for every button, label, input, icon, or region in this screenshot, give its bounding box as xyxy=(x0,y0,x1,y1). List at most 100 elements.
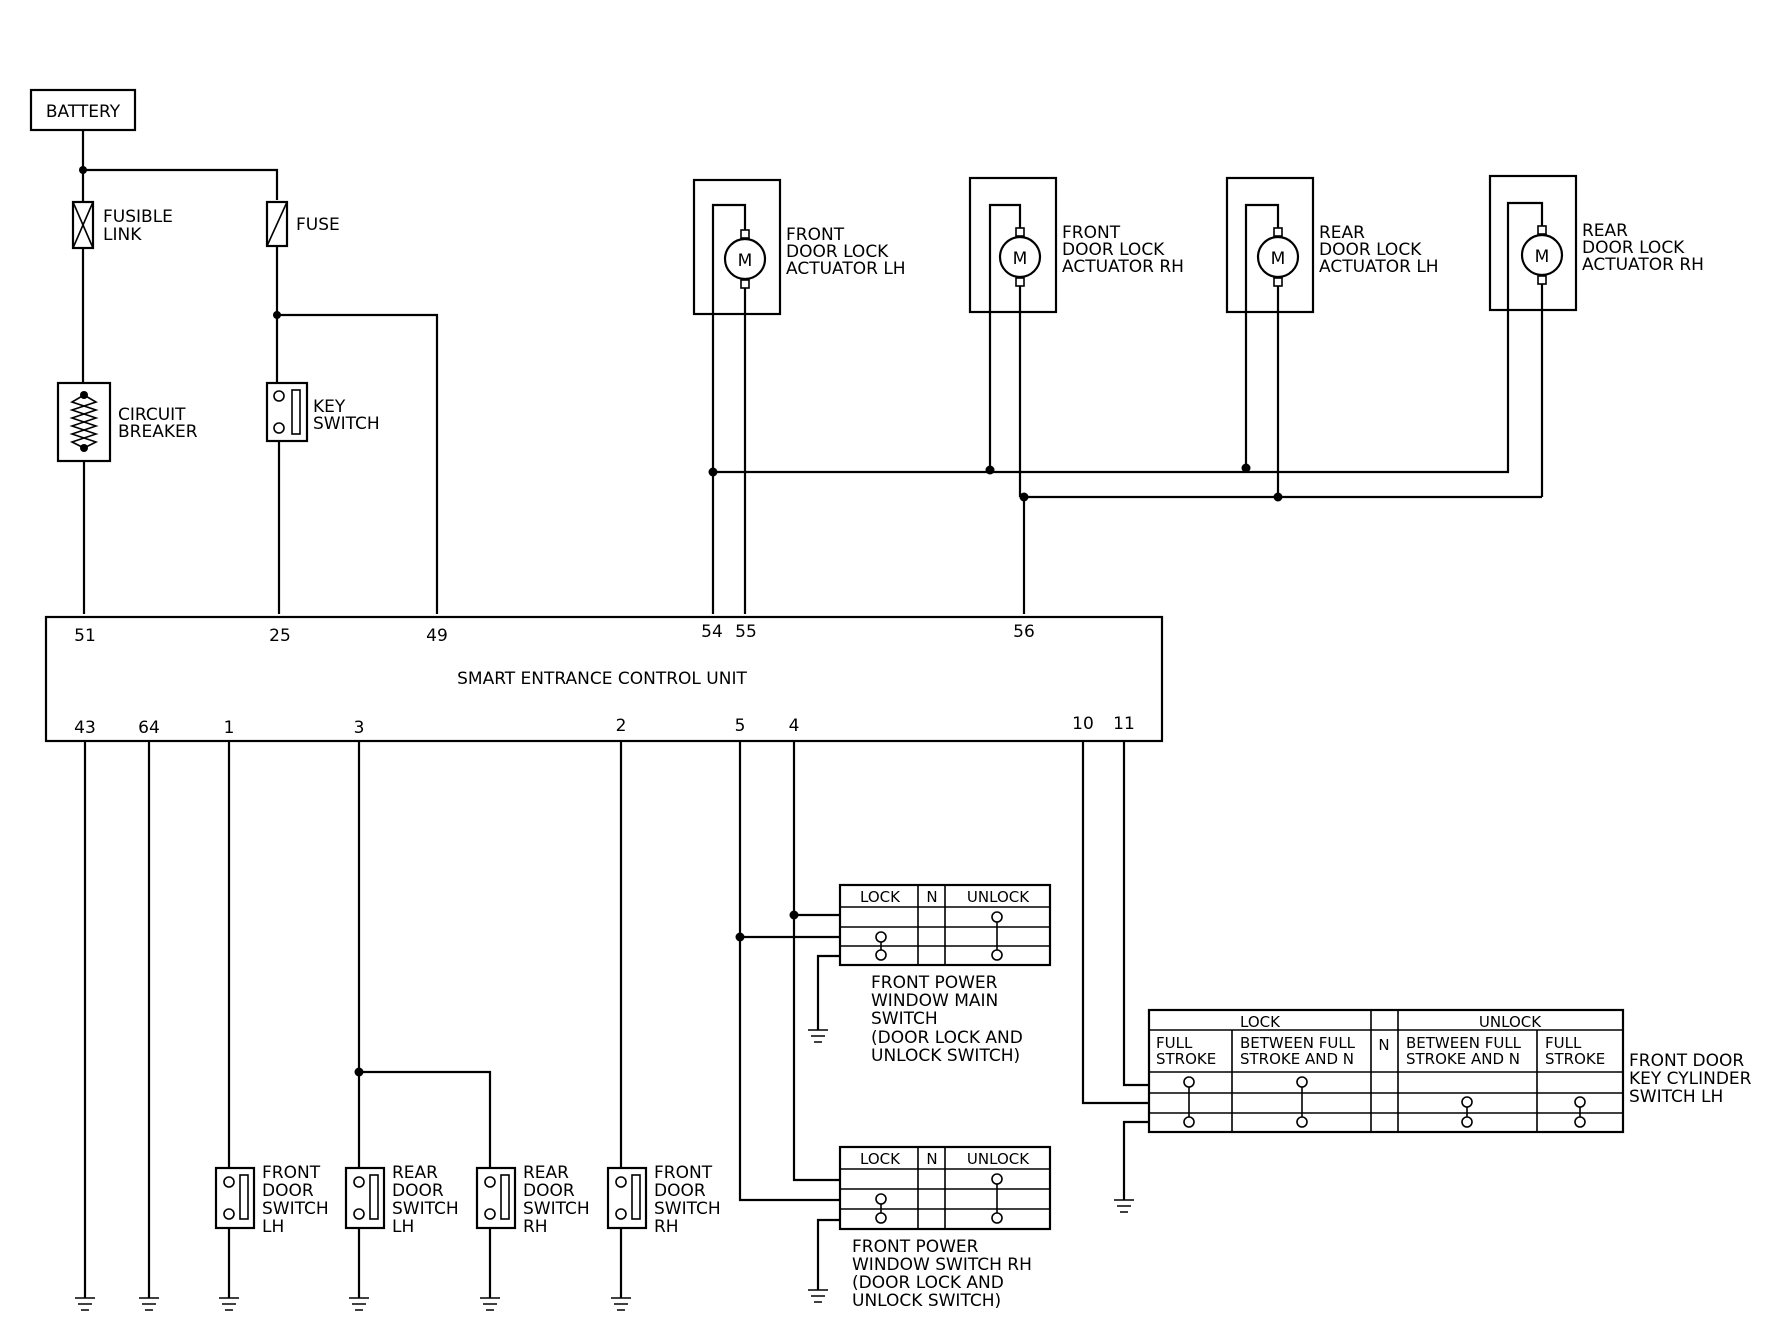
actuator-front-rh-label-1: FRONT xyxy=(1062,223,1121,243)
pin-25: 25 xyxy=(269,626,291,646)
ground-icon xyxy=(1114,1199,1134,1213)
pin-64: 64 xyxy=(138,718,160,738)
ground-icon xyxy=(219,1297,239,1311)
key-cylinder-col2-line1: BETWEEN FULL xyxy=(1240,1034,1356,1052)
pin-4: 4 xyxy=(789,716,800,736)
pin-43: 43 xyxy=(74,718,96,738)
window-rh-header-unlock: UNLOCK xyxy=(967,1150,1030,1168)
pin-49: 49 xyxy=(426,626,448,646)
key-cylinder-group-lock: LOCK xyxy=(1240,1013,1281,1031)
battery: BATTERY xyxy=(29,88,137,132)
pin-5: 5 xyxy=(735,716,746,736)
key-switch-label-1: KEY xyxy=(313,397,346,417)
pin-55: 55 xyxy=(735,622,757,642)
key-cylinder-col3-line1: BETWEEN FULL xyxy=(1406,1034,1522,1052)
actuator-rear-lh-label-3: ACTUATOR LH xyxy=(1319,257,1439,277)
motor-icon: M xyxy=(738,251,753,271)
key-cylinder-col1-line1: FULL xyxy=(1156,1034,1193,1052)
actuator-front-lh: M FRONT DOOR LOCK ACTUATOR LH xyxy=(692,178,906,614)
window-main-label-3: SWITCH xyxy=(871,1009,938,1029)
window-rh-label-1: FRONT POWER xyxy=(852,1237,979,1257)
pin-1: 1 xyxy=(224,718,235,738)
window-switch-rh: LOCK N UNLOCK FRONT POWER WINDOW SWITCH … xyxy=(838,1145,1052,1311)
circuit-breaker-label-2: BREAKER xyxy=(118,422,198,442)
key-cylinder-col2-line2: STROKE AND N xyxy=(1240,1050,1354,1068)
key-cylinder-col4-line2: STROKE xyxy=(1545,1050,1605,1068)
door-switch-front-rh: FRONT DOOR SWITCH RH xyxy=(606,1163,721,1237)
key-cylinder-col1-line2: STROKE xyxy=(1156,1050,1216,1068)
door-switch-rear-lh-label-3: SWITCH xyxy=(392,1199,459,1219)
key-cylinder-switch: LOCK N UNLOCK FULL STROKE BETWEEN FULL S… xyxy=(1147,1008,1752,1134)
actuator-front-lh-label-3: ACTUATOR LH xyxy=(786,259,906,279)
ground-icon xyxy=(480,1297,500,1311)
key-cylinder-col3-line2: STROKE AND N xyxy=(1406,1050,1520,1068)
window-rh-label-3: (DOOR LOCK AND xyxy=(852,1273,1004,1293)
window-rh-label-4: UNLOCK SWITCH) xyxy=(852,1291,1001,1311)
control-unit-label: SMART ENTRANCE CONTROL UNIT xyxy=(457,669,747,689)
pin-11: 11 xyxy=(1113,714,1135,734)
ground-icon xyxy=(139,1297,159,1311)
key-cylinder-col4-line1: FULL xyxy=(1545,1034,1582,1052)
door-switch-front-rh-label-1: FRONT xyxy=(654,1163,713,1183)
actuator-rear-rh-label-3: ACTUATOR RH xyxy=(1582,255,1704,275)
actuator-rear-lh: M REAR DOOR LOCK ACTUATOR LH xyxy=(1225,176,1439,497)
circuit-breaker-label-1: CIRCUIT xyxy=(118,405,186,425)
pin-10: 10 xyxy=(1072,714,1094,734)
door-switch-front-rh-label-4: RH xyxy=(654,1217,679,1237)
door-switch-front-lh-label-4: LH xyxy=(262,1217,284,1237)
ground-icon xyxy=(808,1029,828,1043)
battery-label: BATTERY xyxy=(46,102,121,122)
fusible-link: FUSIBLE LINK xyxy=(71,200,173,250)
window-main-label-2: WINDOW MAIN xyxy=(871,991,998,1011)
door-switch-rear-lh-label-1: REAR xyxy=(392,1163,438,1183)
door-switch-front-lh-label-2: DOOR xyxy=(262,1181,314,1201)
pin-3: 3 xyxy=(354,718,365,738)
motor-icon: M xyxy=(1535,247,1550,267)
circuit-breaker: CIRCUIT BREAKER xyxy=(56,381,198,463)
actuator-front-lh-label-1: FRONT xyxy=(786,225,845,245)
actuator-front-lh-label-2: DOOR LOCK xyxy=(786,242,889,262)
pin-56: 56 xyxy=(1013,622,1035,642)
ground-icon xyxy=(349,1297,369,1311)
key-switch-label-2: SWITCH xyxy=(313,414,380,434)
fuse-label: FUSE xyxy=(296,215,340,235)
pin-2: 2 xyxy=(616,716,627,736)
key-cylinder-label-3: SWITCH LH xyxy=(1629,1087,1723,1107)
pin-51: 51 xyxy=(74,626,96,646)
door-switch-rear-rh-label-4: RH xyxy=(523,1217,548,1237)
window-main-label-5: UNLOCK SWITCH) xyxy=(871,1046,1020,1066)
window-main-label-4: (DOOR LOCK AND xyxy=(871,1028,1023,1048)
fusible-link-label-1: FUSIBLE xyxy=(103,207,173,227)
door-switch-rear-rh-label-1: REAR xyxy=(523,1163,569,1183)
key-switch: KEY SWITCH xyxy=(265,381,380,443)
smart-entrance-control-unit: SMART ENTRANCE CONTROL UNIT 51 25 49 54 … xyxy=(44,615,1164,743)
fusible-link-label-2: LINK xyxy=(103,225,142,245)
ground-icon xyxy=(808,1289,828,1303)
actuator-rear-rh: M REAR DOOR LOCK ACTUATOR RH xyxy=(1488,174,1704,497)
window-rh-header-n: N xyxy=(926,1150,937,1168)
key-cylinder-group-unlock: UNLOCK xyxy=(1479,1013,1542,1031)
door-switch-rear-lh: REAR DOOR SWITCH LH xyxy=(344,1163,459,1237)
actuator-rear-lh-label-1: REAR xyxy=(1319,223,1365,243)
motor-icon: M xyxy=(1013,249,1028,269)
actuator-front-rh: M FRONT DOOR LOCK ACTUATOR RH xyxy=(968,176,1184,497)
door-switch-rear-rh-label-2: DOOR xyxy=(523,1181,575,1201)
fuse: FUSE xyxy=(265,200,340,248)
window-main-header-lock: LOCK xyxy=(860,888,901,906)
door-switch-front-lh-label-1: FRONT xyxy=(262,1163,321,1183)
ground-icon xyxy=(75,1297,95,1311)
actuator-rear-rh-label-2: DOOR LOCK xyxy=(1582,238,1685,258)
door-switch-rear-lh-label-2: DOOR xyxy=(392,1181,444,1201)
key-cylinder-group-n: N xyxy=(1378,1036,1389,1054)
door-switch-front-lh-label-3: SWITCH xyxy=(262,1199,329,1219)
window-main-switch: LOCK N UNLOCK FRONT POWER WINDOW MAIN SW… xyxy=(838,883,1052,1066)
actuator-rear-rh-label-1: REAR xyxy=(1582,221,1628,241)
window-main-label-1: FRONT POWER xyxy=(871,973,998,993)
window-main-header-unlock: UNLOCK xyxy=(967,888,1030,906)
motor-icon: M xyxy=(1271,249,1286,269)
ground-icon xyxy=(611,1297,631,1311)
window-rh-label-2: WINDOW SWITCH RH xyxy=(852,1255,1032,1275)
actuator-front-rh-label-3: ACTUATOR RH xyxy=(1062,257,1184,277)
door-switch-front-lh: FRONT DOOR SWITCH LH xyxy=(214,1163,329,1237)
door-switch-rear-lh-label-4: LH xyxy=(392,1217,414,1237)
